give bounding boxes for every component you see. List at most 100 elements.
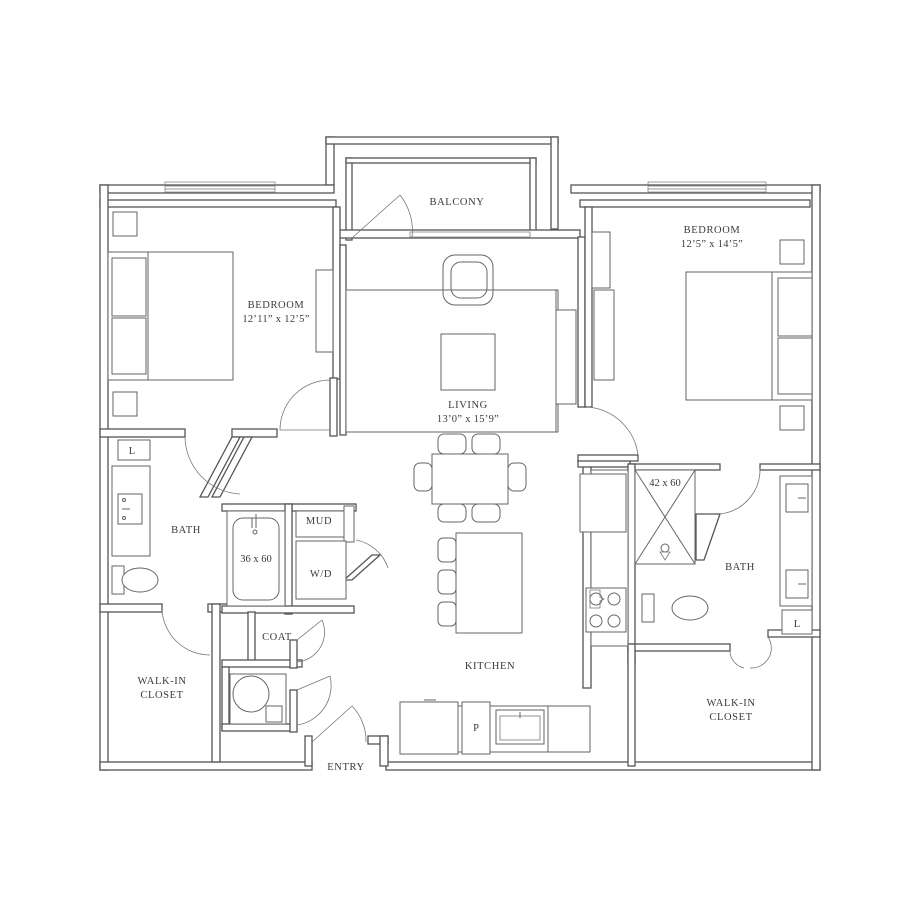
bedroom-right-dims: 12’5” x 14’5” — [681, 239, 743, 250]
water-heater-box — [265, 705, 283, 723]
dresser-right — [593, 289, 615, 381]
nightstand-left-bottom — [112, 391, 138, 417]
living-east-wall — [577, 236, 586, 408]
tub-label: 36 x 60 — [240, 554, 272, 565]
nightstand-right-top — [779, 239, 805, 265]
bar-stool — [437, 537, 457, 563]
coat-wall-left — [247, 611, 256, 665]
entry-label: ENTRY — [327, 762, 364, 773]
dining-table — [431, 453, 509, 505]
bedroom-right-west-wall — [584, 206, 593, 408]
washer-dryer — [295, 540, 347, 600]
bedroom-right-furniture — [591, 231, 813, 431]
counter-south-section — [399, 701, 459, 755]
walkin-left-label-1: WALK-IN — [137, 676, 186, 687]
walkin-right-label-2: CLOSET — [709, 712, 752, 723]
armchair-seat — [450, 261, 488, 299]
dining-chair — [507, 462, 527, 492]
window-bedroom-left — [164, 181, 276, 193]
bath-right-fixtures — [634, 469, 813, 635]
linen-right-label: L — [794, 619, 800, 630]
coat-door — [296, 619, 325, 663]
living-furniture — [345, 254, 577, 433]
coat-wall-right — [289, 639, 298, 669]
balcony-door — [351, 194, 413, 239]
wd-label: W/D — [310, 569, 332, 580]
dining-chair — [437, 433, 467, 455]
walkin-left-label-2: CLOSET — [140, 690, 183, 701]
walkin-right-label-1: WALK-IN — [706, 698, 755, 709]
dresser-left — [315, 269, 334, 353]
bath-left-label: BATH — [171, 525, 201, 536]
bath-right-south-wall — [627, 643, 731, 652]
bath-right-door-jamb — [695, 513, 721, 561]
balcony-rail-left — [345, 157, 353, 241]
south-wall-right — [385, 761, 821, 771]
bedroom-right-south-wall — [577, 454, 639, 462]
mud-label: MUD — [306, 516, 332, 527]
wd-door-jamb — [342, 554, 382, 581]
bedroom-left-south-wall-2 — [231, 428, 278, 438]
linen-left-label: L — [129, 446, 135, 457]
entry-jamb-right-2 — [379, 735, 389, 767]
kitchen-island-group — [437, 532, 523, 634]
sink-right-1 — [785, 483, 809, 513]
linen-right — [781, 609, 813, 635]
sink-right-2 — [785, 569, 809, 599]
bedroom-left-furniture — [107, 211, 334, 417]
closet-left-east-wall — [211, 603, 221, 763]
burner — [607, 592, 621, 606]
heater-wall-left — [221, 666, 230, 731]
bedroom-left-door — [279, 379, 331, 431]
doors — [161, 194, 772, 743]
nightstand-left-top — [112, 211, 138, 237]
dining-chair — [471, 433, 501, 455]
tub-enclosure-top — [221, 503, 293, 512]
balcony-label: BALCONY — [430, 197, 485, 208]
kitchen-island — [455, 532, 523, 634]
bath-left-door — [184, 436, 241, 495]
bar-stool — [437, 569, 457, 595]
bedroom-right-door — [586, 406, 639, 456]
balcony-wall-right — [550, 136, 559, 230]
pantry — [461, 701, 491, 755]
bedroom-right-post — [591, 231, 611, 289]
bath-right-label: BATH — [725, 562, 755, 573]
water-heater — [232, 675, 270, 713]
bed-left-pillow-bottom — [111, 317, 147, 375]
nightstand-right-bottom — [779, 405, 805, 431]
heater-door — [296, 675, 332, 726]
bath-left-jamb — [198, 436, 242, 498]
mud-bench — [295, 510, 345, 538]
refrigerator — [579, 473, 627, 533]
burner — [589, 614, 603, 628]
balcony-rail-top — [345, 157, 537, 164]
closet-right-door — [729, 636, 772, 669]
labels: BALCONY BEDROOM 12’11” x 12’5” BEDROOM 1… — [129, 197, 800, 773]
entry-door — [311, 705, 367, 743]
dining — [413, 433, 527, 523]
bedroom-right-label: BEDROOM — [684, 225, 741, 236]
toilet-tank-right — [641, 593, 655, 623]
living-west-wall — [339, 244, 347, 436]
bedroom-left-label: BEDROOM — [248, 300, 305, 311]
linen-left — [117, 439, 151, 461]
bedroom-left-east-wall-lower — [329, 377, 338, 437]
shower-wall-top — [629, 463, 721, 471]
kitchen-label: KITCHEN — [465, 661, 515, 672]
bath-left-fixtures — [111, 439, 286, 607]
bath-left-south-wall — [99, 603, 163, 613]
living-dims: 13’0” x 15’9” — [437, 414, 499, 425]
bedroom-left-dims: 12’11” x 12’5” — [242, 314, 309, 325]
bath-right-door — [719, 467, 761, 515]
toilet-bowl-right — [671, 595, 709, 621]
bath-right-wall-left — [627, 463, 636, 665]
shower-drain — [660, 543, 670, 553]
east-wall — [811, 184, 821, 771]
south-wall-left — [99, 761, 313, 771]
utility — [229, 505, 355, 725]
toilet-bowl-left — [121, 567, 159, 593]
wd-door — [355, 539, 389, 569]
coat-wall-bottom — [221, 659, 303, 668]
